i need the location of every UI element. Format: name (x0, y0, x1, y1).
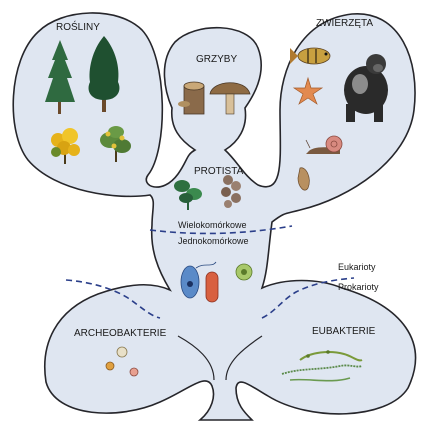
fish-icon (290, 47, 331, 65)
bacteria-chains-icon (281, 350, 363, 382)
flowering-shrub-icon (100, 126, 131, 162)
colonial-protist-icon (221, 175, 241, 208)
label-fungi: GRZYBY (196, 54, 237, 65)
tree-outline (12, 12, 417, 421)
gorilla-icon (344, 54, 388, 122)
label-multicellular: Wielokomórkowe (178, 220, 247, 230)
eukaryote-prokaryote-divider (65, 277, 355, 319)
spruce-tree-icon (88, 36, 120, 112)
green-alga-icon (174, 180, 202, 210)
label-protists: PROTISTA (194, 166, 244, 177)
radiolarian-icon (235, 263, 253, 281)
snail-icon (305, 135, 343, 154)
shell-icon (297, 167, 310, 191)
flagellate-icon (180, 261, 217, 299)
mushroom-icon (209, 82, 251, 115)
label-unicellular: Jednokomórkowe (178, 236, 249, 246)
label-plants: ROŚLINY (56, 20, 100, 33)
label-eukaryotes: Eukarioty (338, 262, 376, 272)
conifer-tree-icon (45, 40, 75, 114)
label-animals: ZWIERZĘTA (316, 18, 373, 29)
yellow-shrub-icon (51, 128, 80, 164)
branch-lines (177, 335, 263, 381)
paramecium-icon (205, 271, 219, 303)
multicellular-divider (149, 225, 293, 235)
label-archaea: ARCHEOBAKTERIE (74, 328, 167, 339)
tree-stump-icon (178, 81, 205, 115)
archaea-cells-icon (105, 346, 139, 377)
label-bacteria: EUBAKTERIE (312, 326, 376, 337)
label-prokaryotes: Prokarioty (338, 282, 379, 292)
starfish-icon (292, 76, 324, 105)
